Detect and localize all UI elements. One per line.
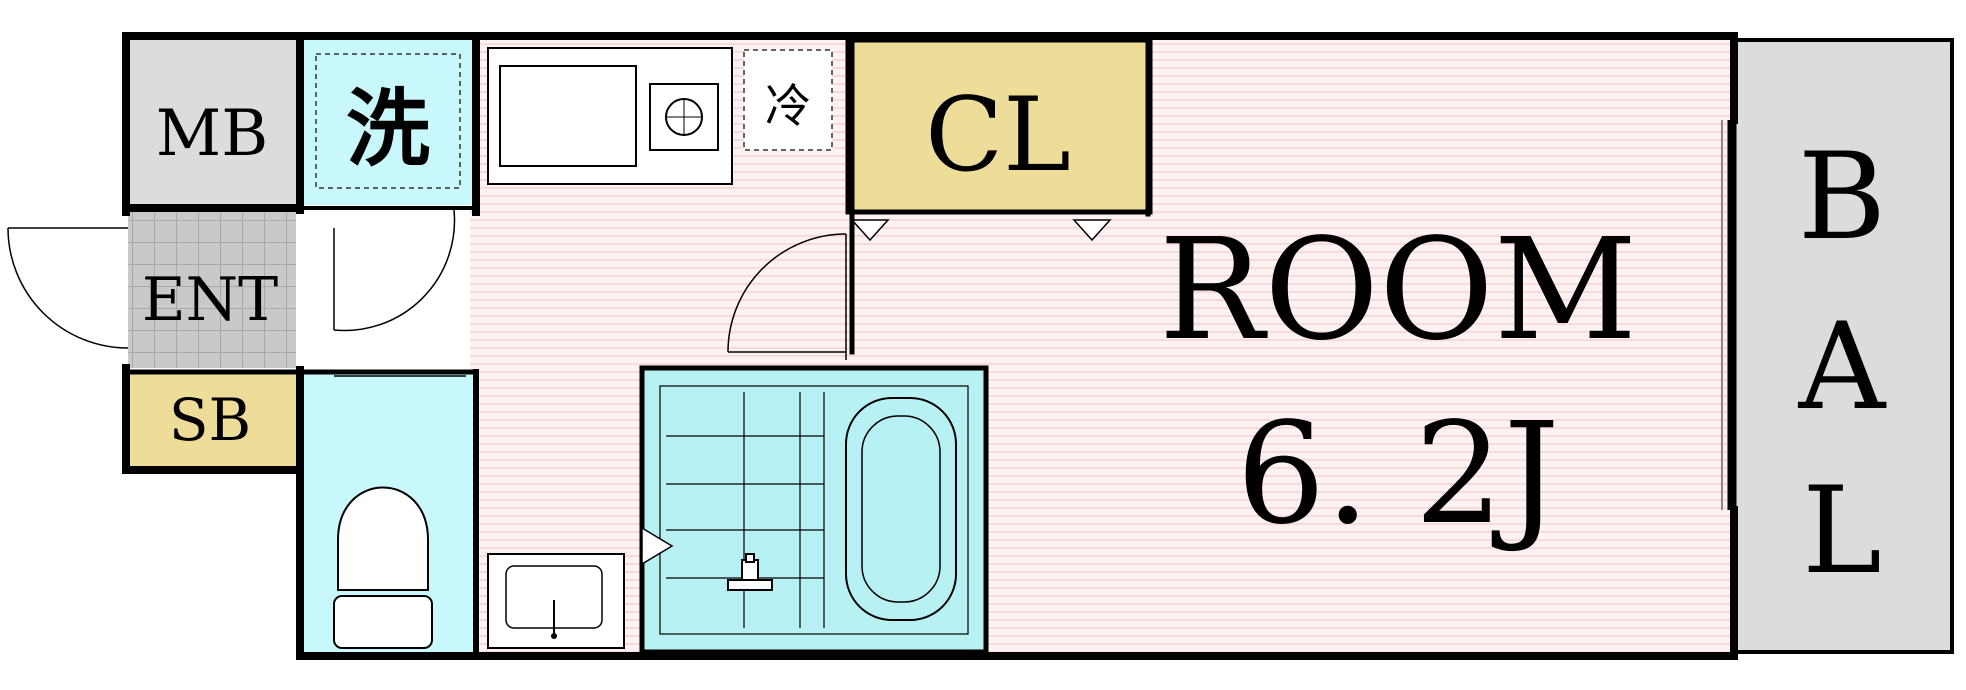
label-mb: MB [156, 97, 269, 171]
bathtub-icon [845, 397, 957, 621]
label-fridge: 冷 [765, 79, 811, 133]
label-entrance: ENT [142, 265, 278, 335]
fridge-space [743, 49, 833, 151]
label-room-size: 6. 2J [1236, 393, 1559, 556]
label-balcony-a: A [1798, 298, 1887, 437]
entrance [128, 212, 296, 368]
washer-outline [315, 53, 461, 189]
label-washer: 洗 [346, 79, 430, 178]
door-swing-washroom [333, 209, 466, 377]
meter-box [128, 40, 296, 205]
balcony [1730, 38, 1954, 654]
shower-faucet-icon [727, 553, 773, 591]
label-shoe-box: SB [169, 386, 251, 454]
label-room-name: ROOM [1159, 209, 1637, 372]
door-swing-entrance [7, 227, 129, 349]
washer-space [302, 40, 474, 205]
toilet-icon [333, 486, 433, 649]
shoe-box [128, 374, 296, 466]
label-balcony-l: L [1802, 462, 1882, 601]
sink [499, 65, 637, 167]
walls [122, 32, 1738, 660]
room-main [1150, 40, 1730, 652]
label-balcony-b: B [1798, 128, 1886, 267]
label-closet: CL [925, 76, 1071, 195]
door-swing-room [727, 233, 847, 360]
